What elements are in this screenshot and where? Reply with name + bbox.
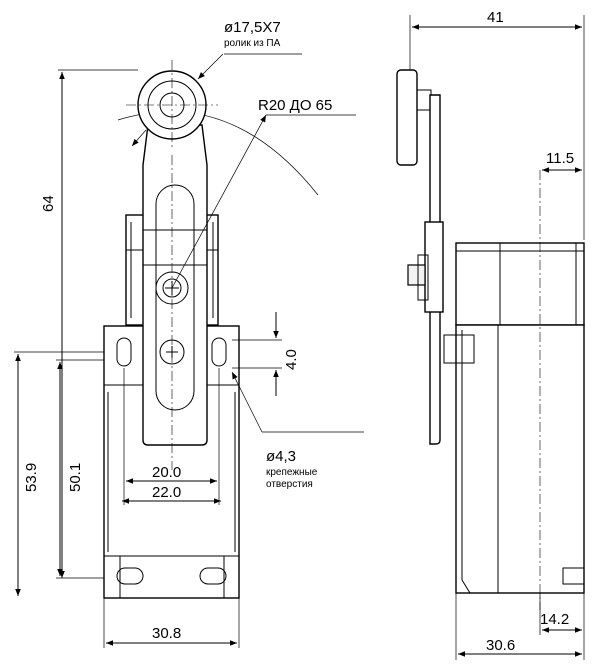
bottom-slot-right — [199, 567, 227, 585]
roller-diameter-label: ø17,5X7 — [224, 19, 281, 36]
side-dimensions: 41 11.5 14.2 30.6 — [409, 9, 585, 660]
height-50-label: 50.1 — [67, 463, 84, 492]
side-roller — [396, 69, 418, 166]
mount-note-2: отверстия — [266, 479, 313, 490]
mount-note-1: крепежные — [266, 467, 318, 478]
radius-label: R20 ДО 65 — [258, 97, 332, 114]
slot-pitch-label: 4.0 — [283, 349, 300, 370]
mounting-slot-left — [116, 337, 132, 367]
roller-material-label: ролик из ПА — [224, 38, 281, 49]
side-offset-label: 11.5 — [546, 150, 574, 167]
side-head — [455, 242, 585, 326]
side-body — [455, 324, 585, 594]
mounting-slot-right — [211, 337, 227, 367]
height-53-label: 53.9 — [23, 463, 40, 492]
side-view — [396, 69, 585, 610]
holes-outer-label: 22.0 — [152, 484, 181, 501]
mount-hole-label: ø4,3 — [266, 448, 296, 465]
height-total-label: 64 — [40, 195, 57, 212]
front-view — [103, 60, 319, 599]
side-step-label: 14.2 — [540, 611, 569, 628]
holes-inner-label: 20.0 — [152, 464, 181, 481]
body-width-label: 30.8 — [152, 625, 181, 642]
front-dimensions: ø17,5X7 ролик из ПА R20 ДО 65 64 53.9 50… — [14, 19, 364, 648]
side-depth-label: 30.6 — [486, 637, 515, 654]
side-width-label: 41 — [487, 9, 504, 26]
bottom-slot-left — [116, 567, 144, 585]
